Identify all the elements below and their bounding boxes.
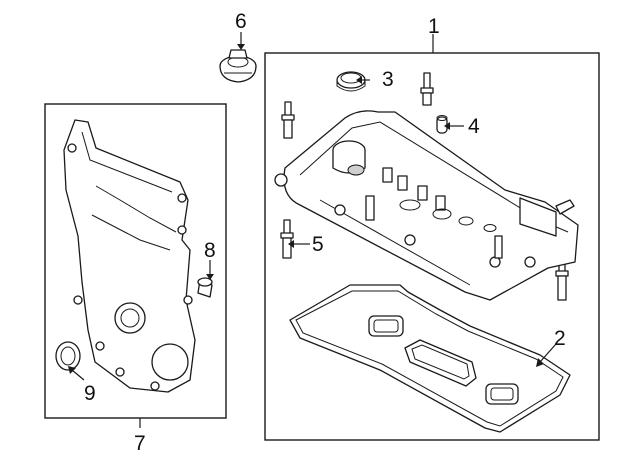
dowel-sleeve <box>197 277 213 298</box>
grommet <box>436 115 448 134</box>
leader-lines <box>71 32 557 428</box>
valve-cover-group-frame <box>264 52 600 441</box>
callout-2: 2 <box>554 327 566 350</box>
callout-6: 6 <box>235 10 247 33</box>
callout-7: 7 <box>134 432 146 455</box>
callout-3: 3 <box>382 68 394 91</box>
stud-bolt-top <box>420 72 434 106</box>
stud-bolt-right <box>555 259 569 301</box>
crankshaft-seal <box>55 341 81 371</box>
valve-cover-gasket <box>289 284 571 433</box>
valve-cover <box>274 110 579 301</box>
stud-bolt-left-upper <box>281 101 295 139</box>
stud-bolt-left-lower <box>280 219 294 259</box>
callout-5: 5 <box>312 233 324 256</box>
callout-4: 4 <box>468 115 480 138</box>
arrow-heads <box>68 44 544 374</box>
timing-cover <box>63 119 196 393</box>
oil-filler-cap <box>219 49 257 83</box>
callout-1: 1 <box>428 15 440 38</box>
timing-cover-group-frame <box>44 103 227 419</box>
callout-8: 8 <box>204 239 216 262</box>
callout-9: 9 <box>84 382 96 405</box>
